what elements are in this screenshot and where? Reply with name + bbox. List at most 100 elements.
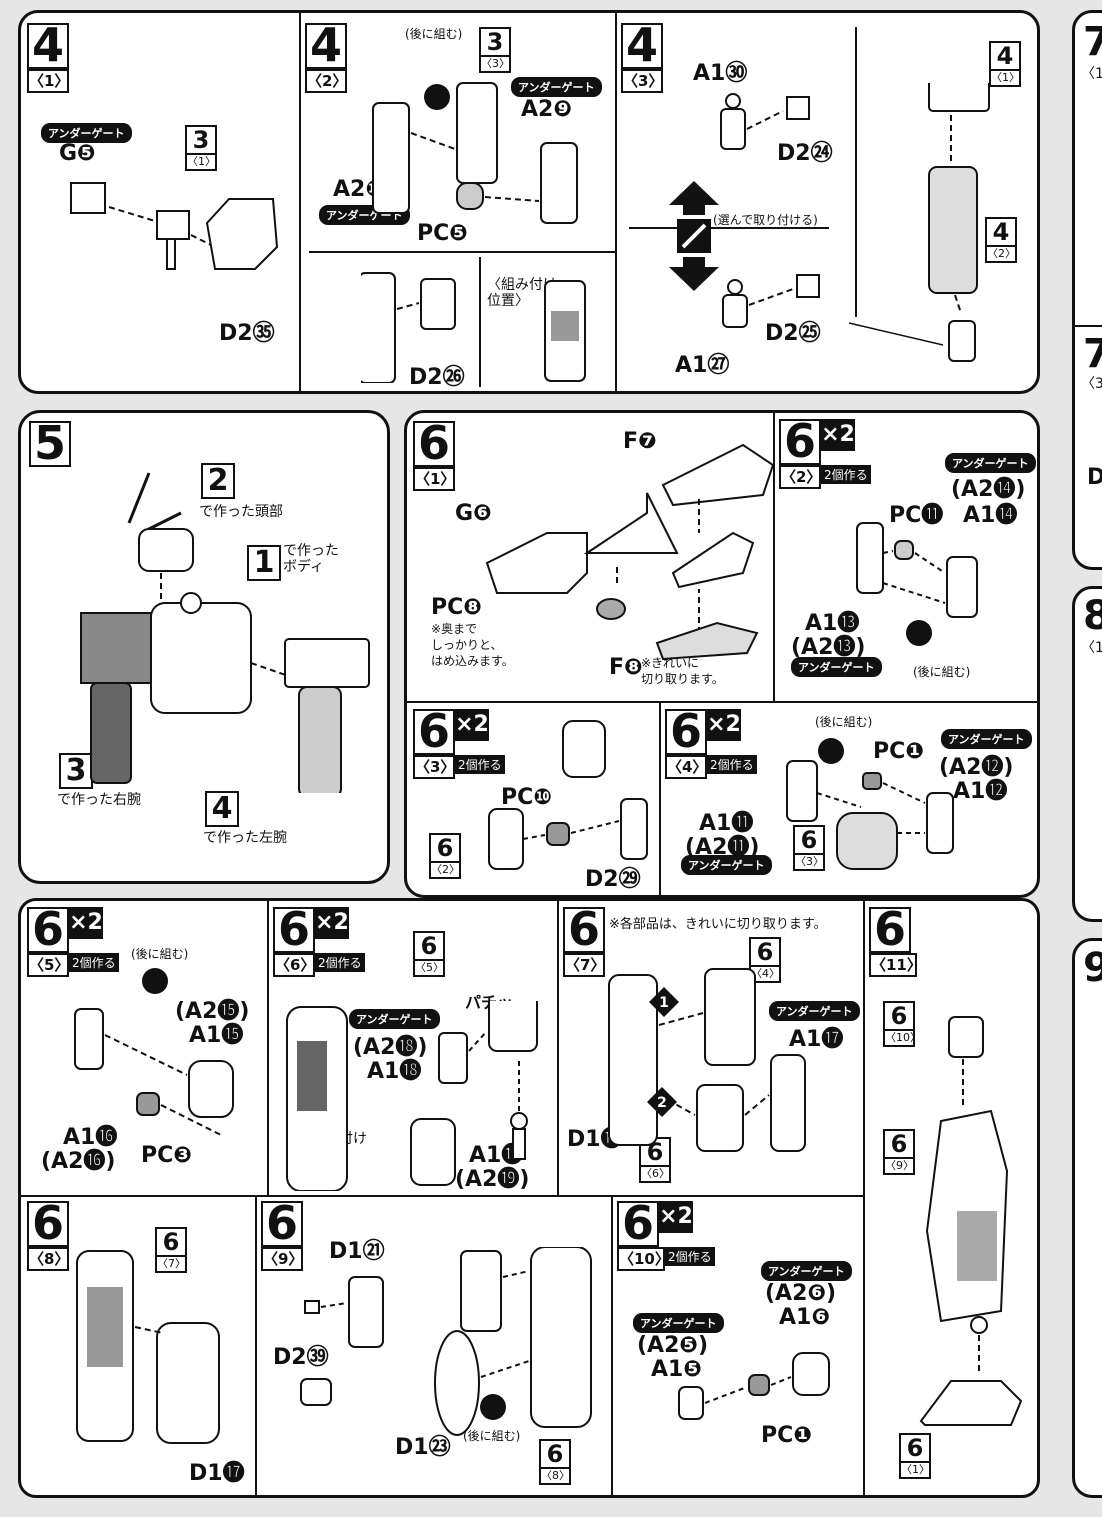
- step-reference: 4: [205, 791, 239, 827]
- step-number: 6: [779, 418, 821, 465]
- under-gate-badge: アンダーゲート: [681, 855, 772, 875]
- part-label: PC⓫: [889, 503, 944, 528]
- step-reference: 6〈7〉: [155, 1227, 187, 1273]
- part-label: PC❶: [873, 739, 924, 764]
- step-reference: 6〈8〉: [539, 1439, 571, 1485]
- step-number: 6: [563, 906, 605, 953]
- part-illustration: [361, 82, 586, 383]
- part-label: PC❶: [761, 1423, 812, 1448]
- reference-caption: で作った ボディ: [283, 543, 339, 575]
- panel-step-6-upper: 6 〈1〉 G❻ PC❽ ※奥まで しっかりと、 はめ込みます。 F❼ F❽ ※…: [404, 410, 1040, 898]
- svg-text:2: 2: [657, 1095, 667, 1111]
- under-gate-badge: アンダーゲート: [791, 657, 882, 677]
- part-label: D1㉑: [329, 1239, 385, 1264]
- part-label: (A2❻): [765, 1281, 837, 1306]
- part-illustration: [608, 968, 806, 1152]
- body-assembly-illustration: [80, 472, 370, 793]
- part-label: (A2⓳): [455, 1167, 530, 1192]
- reference-caption: で作った右腕: [57, 792, 141, 808]
- under-gate-badge: アンダーゲート: [769, 1001, 860, 1021]
- under-gate-badge: アンダーゲート: [41, 123, 132, 143]
- part-label: F❽: [609, 655, 643, 680]
- reference-caption: で作った頭部: [199, 504, 283, 520]
- instruction-note: ※きれいに 切り取ります。: [641, 656, 724, 686]
- part-illustration: [919, 1016, 1023, 1426]
- substep-label: 〈1: [1081, 640, 1102, 656]
- make-two-badge: 2個作る: [455, 755, 505, 774]
- svg-text:1: 1: [659, 995, 669, 1011]
- assemble-later-note: (後に組む): [405, 27, 463, 41]
- under-gate-badge: アンダーゲート: [349, 1009, 440, 1029]
- assemble-later-note: (後に組む): [913, 665, 971, 679]
- part-label: A1⓱: [789, 1027, 844, 1052]
- step-number: 6: [869, 906, 911, 953]
- times-two-badge: ×2: [707, 709, 741, 741]
- part-label: A1⓫: [699, 811, 754, 836]
- step-reference: 6〈3〉: [793, 825, 825, 871]
- part-label: A1㉚: [693, 61, 748, 86]
- mount-position-label: 〈組み付け 位置〉: [487, 277, 557, 309]
- under-gate-badge: アンダーゲート: [511, 77, 602, 97]
- step-number: 6: [617, 1200, 659, 1247]
- right-edge-panel-top: 7 〈1 7 〈3 D: [1072, 10, 1102, 570]
- times-two-badge: ×2: [821, 419, 855, 451]
- part-label: A1⓰: [63, 1125, 118, 1150]
- part-label: D2㉙: [585, 867, 641, 892]
- part-label: G❻: [455, 501, 492, 526]
- part-label: D1⓱: [189, 1461, 245, 1486]
- select-arrow-icon: [669, 181, 719, 291]
- part-label: PC❸: [141, 1143, 192, 1168]
- step-number: 6: [261, 1200, 303, 1247]
- step-reference: 6〈1〉: [899, 1433, 931, 1479]
- part-label: PC❿: [501, 785, 552, 810]
- under-gate-badge: アンダーゲート: [941, 729, 1032, 749]
- panel-step-4: 4 〈1〉 アンダーゲート G❺ 3〈1〉 D2㉟ 4 〈2〉 (後に組む) 3…: [18, 10, 1040, 394]
- part-label: (A2⓬): [939, 755, 1014, 780]
- part-label: A1⓲: [367, 1059, 422, 1084]
- under-gate-badge: アンダーゲート: [945, 453, 1036, 473]
- part-label: A2❾: [521, 97, 572, 122]
- choose-note: (選んで取り付ける): [713, 213, 818, 227]
- times-two-badge: ×2: [455, 709, 489, 741]
- substep-label: 〈11〉: [869, 953, 922, 977]
- part-label: PC❺: [417, 221, 468, 246]
- substep-label: 〈2〉: [779, 465, 821, 489]
- step-reference: 6〈10〉: [883, 1001, 921, 1047]
- step-reference: 4〈2〉: [985, 217, 1017, 263]
- step-reference: 3〈1〉: [185, 125, 217, 171]
- part-label: (A2⓰): [41, 1149, 116, 1174]
- part-label: A1❺: [651, 1357, 702, 1382]
- part-label: (A2⓮): [951, 477, 1026, 502]
- part-label: A1⓭: [805, 611, 860, 636]
- make-two-badge: 2個作る: [69, 953, 119, 972]
- part-illustration: [286, 1001, 538, 1191]
- assemble-later-note: (後に組む): [131, 947, 189, 961]
- substep-label: 〈10〉: [617, 1247, 670, 1271]
- part-label: G❺: [59, 141, 96, 166]
- make-two-badge: 2個作る: [707, 755, 757, 774]
- substep-label: 〈8〉: [27, 1247, 69, 1271]
- step-reference: 3〈3〉: [479, 27, 511, 73]
- make-two-badge: 2個作る: [821, 465, 871, 484]
- part-label: A1⓯: [189, 1023, 244, 1048]
- substep-label: 〈9〉: [261, 1247, 303, 1271]
- reference-caption: で作った左腕: [203, 830, 287, 846]
- step-reference: 6〈9〉: [883, 1129, 915, 1175]
- times-two-badge: ×2: [659, 1201, 693, 1233]
- part-illustration: [76, 1250, 220, 1444]
- step-reference: 2: [201, 463, 235, 499]
- step-number: 6: [27, 1200, 69, 1247]
- substep-label: 〈1〉: [413, 467, 455, 491]
- substep-label: 〈1〉: [27, 69, 69, 93]
- part-label: (A2❺): [637, 1333, 709, 1358]
- step-number: 6: [413, 708, 455, 755]
- under-gate-badge: アンダーゲート: [761, 1261, 852, 1281]
- part-label: A1⓮: [963, 503, 1018, 528]
- assemble-later-note: (後に組む): [463, 1429, 521, 1443]
- substep-label: 〈3〉: [413, 755, 455, 779]
- under-gate-badge: アンダーゲート: [633, 1313, 724, 1333]
- part-label: D1㉓: [395, 1435, 451, 1460]
- instruction-note: ※奥まで しっかりと、 はめ込みます。: [431, 622, 514, 668]
- panel-step-6-lower: 6 ×2 〈5〉 2個作る (後に組む) (A2⓯) A1⓯ A1⓰ (A2⓰)…: [18, 898, 1040, 1498]
- substep-label: 〈2〉: [305, 69, 347, 93]
